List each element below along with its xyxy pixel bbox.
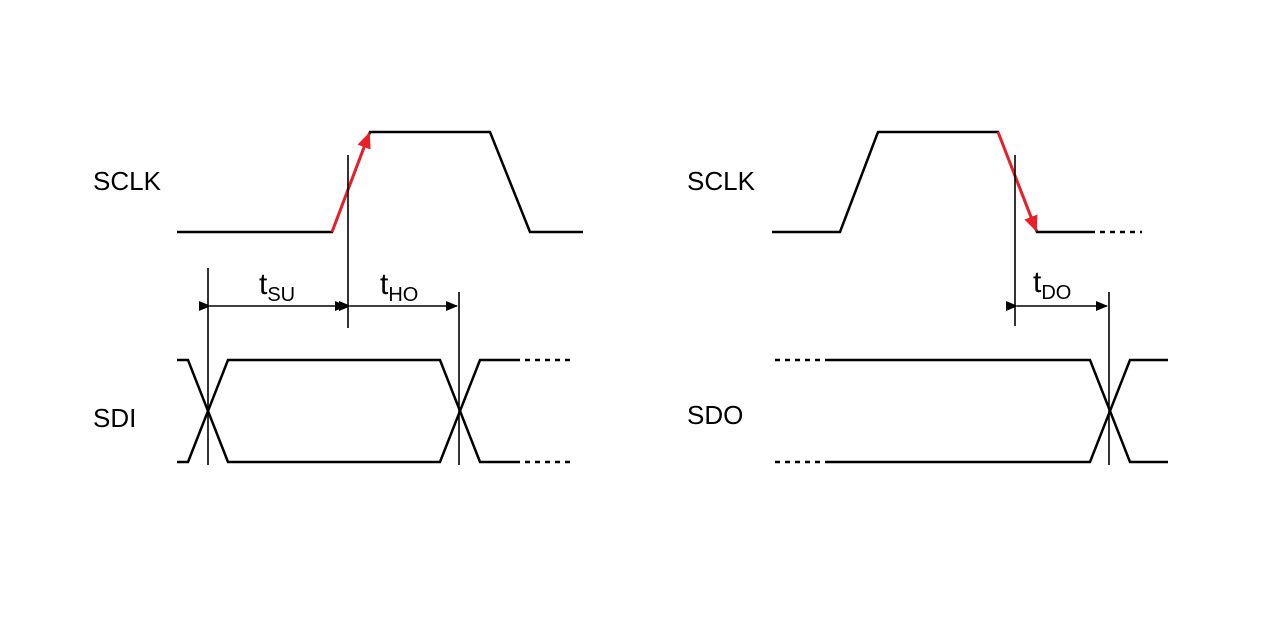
sdo-waveform — [775, 358, 1168, 464]
left-timing-diagram: SCLK SDI tSU tHO — [93, 130, 583, 465]
rising-edge-arrow — [330, 132, 371, 233]
hold-time-label: tHO — [380, 268, 418, 306]
sdi-waveform — [177, 358, 570, 464]
right-sclk-label: SCLK — [687, 166, 756, 196]
left-sclk-label: SCLK — [93, 166, 162, 196]
falling-edge-arrow — [996, 131, 1038, 232]
left-sclk-waveform — [177, 130, 583, 234]
sdo-label: SDO — [687, 400, 743, 430]
setup-time-label: tSU — [259, 268, 295, 306]
sdi-label: SDI — [93, 403, 136, 433]
right-sclk-waveform — [772, 130, 1095, 234]
right-timing-diagram: SCLK SDO tDO — [687, 130, 1168, 465]
delay-time-label: tDO — [1033, 266, 1071, 304]
